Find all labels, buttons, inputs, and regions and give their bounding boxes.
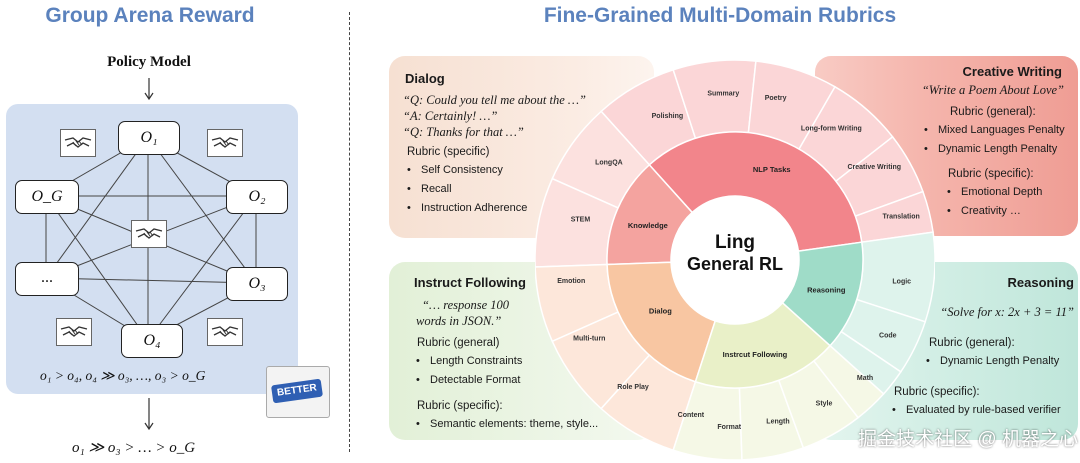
- outer-label: Long-form Writing: [801, 125, 862, 132]
- node-o4: O₄: [121, 324, 183, 358]
- outer-label: Translation: [882, 213, 919, 220]
- creative-general-list: Mixed Languages Penalty Dynamic Length P…: [920, 121, 1065, 159]
- outer-label: Polishing: [652, 113, 684, 120]
- list-item: Detectable Format: [412, 371, 522, 390]
- instruct-quote-line2: words in JSON.”: [416, 314, 502, 328]
- creative-quote: “Write a Poem About Love”: [921, 83, 1064, 97]
- list-item: Instruction Adherence: [403, 199, 527, 218]
- reasoning-quote: “Solve for x: 2x + 3 = 11”: [940, 305, 1074, 319]
- outer-label: Code: [879, 333, 897, 340]
- reasoning-rubric-specific: Rubric (specific):: [894, 386, 980, 398]
- dialog-rubric-label: Rubric (specific): [407, 146, 490, 158]
- outer-label: Role Play: [617, 384, 649, 391]
- inner-label: NLP Tasks: [753, 165, 791, 174]
- handshake-icon: [207, 129, 243, 157]
- policy-model-label: Policy Model: [107, 54, 191, 70]
- list-item: Mixed Languages Penalty: [920, 121, 1065, 140]
- outer-label: Poetry: [765, 95, 787, 102]
- outer-label: Emotion: [557, 278, 585, 285]
- outer-label: Math: [857, 375, 873, 382]
- outer-label: Length: [766, 418, 789, 425]
- creative-rubric-specific: Rubric (specific):: [948, 168, 1034, 180]
- final-ranking: o₁ ≫ o₃ > … > o_G: [72, 440, 196, 456]
- watermark: 掘金技术社区 @ 机器之心: [858, 429, 1078, 450]
- reasoning-card-title: Reasoning: [1007, 275, 1074, 290]
- pairwise-comparisons: o₁ > o₄, o₄ ≫ o₃, …, o₃ > o_G: [40, 368, 206, 383]
- list-item: Evaluated by rule-based verifier: [888, 401, 1061, 420]
- outer-label: Creative Writing: [847, 164, 901, 171]
- handshake-icon: [60, 129, 96, 157]
- node-o2: O₂: [226, 180, 288, 214]
- creative-rubric-general: Rubric (general):: [950, 106, 1036, 118]
- instruct-rubric-specific: Rubric (specific):: [417, 400, 503, 412]
- outer-label: Logic: [892, 278, 911, 285]
- outer-label: Content: [678, 412, 705, 419]
- wheel-center-line1: Ling: [714, 232, 756, 253]
- inner-label: Dialog: [649, 306, 672, 315]
- reasoning-rubric-general: Rubric (general):: [929, 337, 1015, 349]
- instruct-specific-list: Semantic elements: theme, style...: [412, 415, 598, 434]
- outer-label: Format: [717, 424, 741, 431]
- list-item: Length Constraints: [412, 352, 522, 371]
- creative-specific-list: Emotional Depth Creativity …: [943, 183, 1042, 221]
- node-o1: O₁: [118, 121, 180, 155]
- list-item: Dynamic Length Penalty: [920, 140, 1065, 159]
- outer-label: STEM: [571, 217, 591, 224]
- list-item: Creativity …: [943, 202, 1042, 221]
- reasoning-specific-list: Evaluated by rule-based verifier: [888, 401, 1061, 420]
- rubrics-title: Fine-Grained Multi-Domain Rubrics: [543, 4, 897, 27]
- instruct-quote-line1: “… response 100: [422, 298, 510, 312]
- inner-segment: [648, 131, 863, 252]
- handshake-icon: [207, 318, 243, 346]
- instruct-general-list: Length Constraints Detectable Format: [412, 352, 522, 390]
- outer-label: LongQA: [595, 159, 623, 166]
- node-og: O_G: [15, 180, 79, 214]
- dialog-quote-1: “Q: Could you tell me about the …”: [403, 93, 586, 107]
- dialog-rubric-list: Self Consistency Recall Instruction Adhe…: [403, 161, 527, 218]
- outer-label: Style: [816, 400, 833, 407]
- wheel-center: [673, 198, 797, 322]
- instruct-rubric-general: Rubric (general): [417, 337, 500, 349]
- reasoning-general-list: Dynamic Length Penalty: [922, 352, 1059, 371]
- inner-label: Instrcut Following: [723, 350, 788, 359]
- dialog-quote-2: “A: Certainly! …”: [403, 109, 498, 123]
- group-arena-title: Group Arena Reward: [45, 4, 255, 27]
- list-item: Emotional Depth: [943, 183, 1042, 202]
- inner-label: Reasoning: [807, 286, 846, 295]
- inner-segment: [694, 301, 832, 389]
- node-o3: O₃: [226, 267, 288, 301]
- inner-segment: [606, 261, 717, 383]
- panel-divider: [349, 12, 350, 452]
- dialog-quote-3: “Q: Thanks for that …”: [403, 125, 524, 139]
- outer-label: Multi-turn: [573, 335, 605, 342]
- inner-segment: [781, 241, 864, 347]
- inner-segment: [606, 163, 694, 266]
- outer-label: Summary: [707, 90, 739, 97]
- wheel-center-line2: General RL: [686, 254, 784, 274]
- node-dots: ...: [15, 262, 79, 296]
- handshake-icon: [56, 318, 92, 346]
- list-item: Dynamic Length Penalty: [922, 352, 1059, 371]
- list-item: Semantic elements: theme, style...: [412, 415, 598, 434]
- list-item: Recall: [403, 180, 527, 199]
- better-badge: BETTER: [266, 366, 330, 418]
- instruct-card-title: Instruct Following: [414, 275, 526, 290]
- list-item: Self Consistency: [403, 161, 527, 180]
- inner-label: Knowledge: [628, 221, 668, 230]
- creative-card-title: Creative Writing: [962, 64, 1062, 79]
- handshake-icon: [131, 220, 167, 248]
- dialog-card-title: Dialog: [405, 71, 445, 86]
